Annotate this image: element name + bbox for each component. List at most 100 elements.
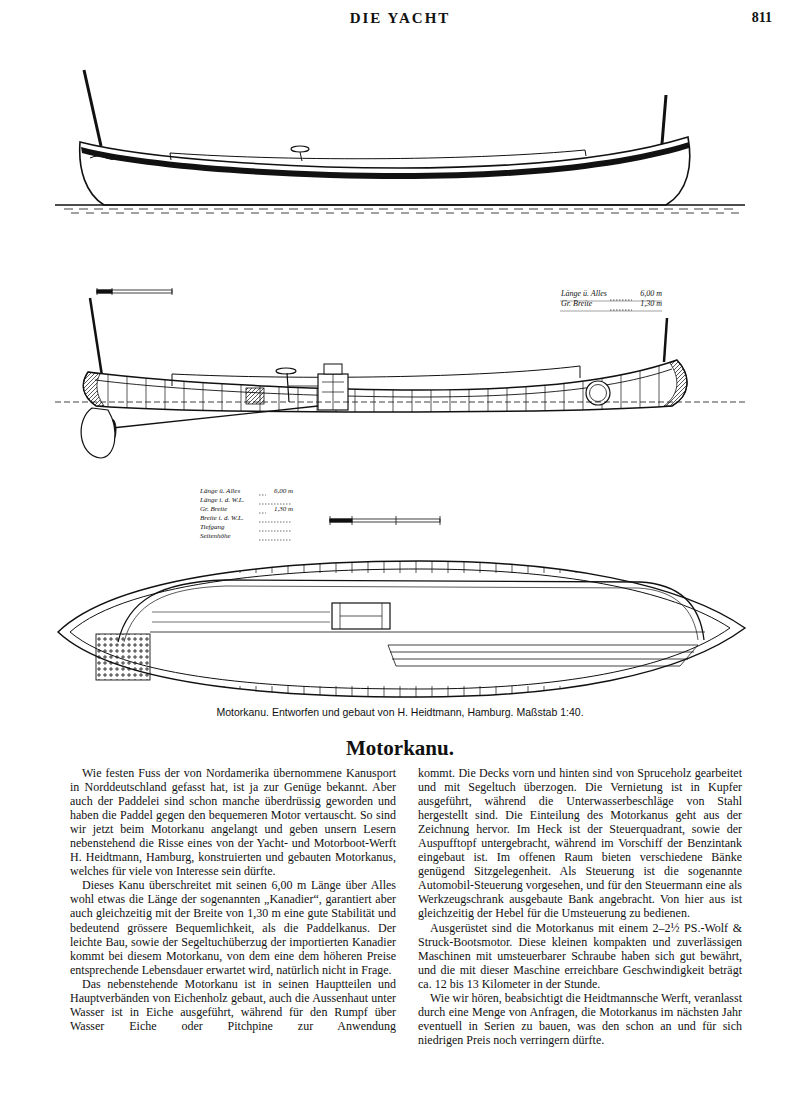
water-hatching xyxy=(454,209,463,210)
water-hatching xyxy=(701,213,709,214)
frame-line xyxy=(704,686,705,702)
frame-line xyxy=(192,686,193,702)
water-hatching xyxy=(244,209,253,210)
frame-line xyxy=(374,350,375,420)
profile-section xyxy=(318,374,348,410)
frame-line xyxy=(416,686,417,702)
water-hatching xyxy=(86,213,94,214)
water-hatching xyxy=(64,209,73,210)
water-hatching xyxy=(116,213,124,214)
water-hatching xyxy=(664,209,673,210)
dimension-table xyxy=(330,516,440,525)
frame-line xyxy=(544,555,545,573)
water-hatching xyxy=(349,209,358,210)
frame-line xyxy=(624,686,625,702)
plan-view xyxy=(118,580,704,642)
water-hatching xyxy=(401,213,409,214)
frame-line xyxy=(528,686,529,702)
frame-line xyxy=(720,555,721,573)
frame-line xyxy=(304,555,305,573)
water-hatching xyxy=(131,213,139,214)
water-hatching xyxy=(604,209,613,210)
side-elevation xyxy=(90,156,118,160)
dimension-value: 6,00 m xyxy=(640,290,662,299)
frame-line xyxy=(320,555,321,573)
plan-view xyxy=(80,555,736,702)
side-elevation xyxy=(55,204,745,205)
frame-line xyxy=(240,555,241,573)
side-elevation xyxy=(84,70,101,146)
water-hatching xyxy=(521,213,529,214)
plan-view xyxy=(388,645,698,666)
frame-line xyxy=(260,350,261,420)
article-paragraph: Wie festen Fuss der von Nordamerika über… xyxy=(70,766,396,878)
frame-line xyxy=(736,555,737,573)
profile-section xyxy=(83,360,687,412)
frame-line xyxy=(80,555,81,573)
frame-line xyxy=(507,350,508,420)
water-hatching xyxy=(199,209,208,210)
water-hatching xyxy=(289,209,298,210)
water-hatching xyxy=(536,213,544,214)
water-hatching xyxy=(319,209,328,210)
frame-line xyxy=(208,686,209,702)
side-elevation xyxy=(668,149,678,151)
frame-line xyxy=(112,555,113,573)
water-hatching xyxy=(589,209,598,210)
side-elevation xyxy=(170,150,586,160)
frame-line xyxy=(192,555,193,573)
frame-line xyxy=(704,555,705,573)
dimension-table xyxy=(330,519,440,522)
profile-section xyxy=(90,298,102,376)
profile-section xyxy=(287,373,289,402)
water-hatching xyxy=(484,209,493,210)
article-title: Motorkanu. xyxy=(346,737,454,760)
frame-line xyxy=(576,686,577,702)
frame-line xyxy=(355,350,356,420)
water-hatching xyxy=(491,213,499,214)
frame-line xyxy=(416,555,417,573)
frame-line xyxy=(432,686,433,702)
side-elevation xyxy=(300,152,302,161)
frame-line xyxy=(298,350,299,420)
frame-line xyxy=(96,686,97,702)
water-hatching xyxy=(551,213,559,214)
water-hatching xyxy=(566,213,574,214)
frame-line xyxy=(672,686,673,702)
frame-line xyxy=(672,555,673,573)
water-hatching xyxy=(424,209,433,210)
dimension-label: Breite i. d. W.L. xyxy=(200,515,244,523)
plan-view xyxy=(340,603,382,629)
frame-line xyxy=(431,350,432,420)
frame-line xyxy=(608,555,609,573)
article-paragraph: Wie wir hören, beabsichtigt die Heidtman… xyxy=(418,991,742,1047)
water-hatching xyxy=(499,209,508,210)
frame-line xyxy=(288,555,289,573)
frame-line xyxy=(656,686,657,702)
water-hatching xyxy=(94,209,103,210)
water-hatching xyxy=(626,213,634,214)
frame-line xyxy=(288,686,289,702)
frame-line xyxy=(256,686,257,702)
dimension-table xyxy=(259,504,292,540)
water-hatching xyxy=(334,209,343,210)
water-hatching xyxy=(259,209,268,210)
profile-section xyxy=(172,366,580,386)
water-hatching xyxy=(161,213,169,214)
water-hatching xyxy=(184,209,193,210)
frame-line xyxy=(203,350,204,420)
water-hatching xyxy=(611,213,619,214)
article-paragraph: Das nebenstehende Motorkanu ist in seine… xyxy=(70,977,396,1033)
frame-line xyxy=(165,350,166,420)
frame-line xyxy=(336,686,337,702)
profile-section xyxy=(590,385,607,402)
frame-line xyxy=(176,686,177,702)
article-paragraph: Dieses Kanu überschreitet mit seinen 6,0… xyxy=(70,878,396,976)
frame-line xyxy=(624,555,625,573)
water-hatching xyxy=(364,209,373,210)
frame-line xyxy=(640,350,641,420)
water-hatching xyxy=(266,213,274,214)
frame-line xyxy=(688,555,689,573)
profile-section xyxy=(664,318,667,362)
